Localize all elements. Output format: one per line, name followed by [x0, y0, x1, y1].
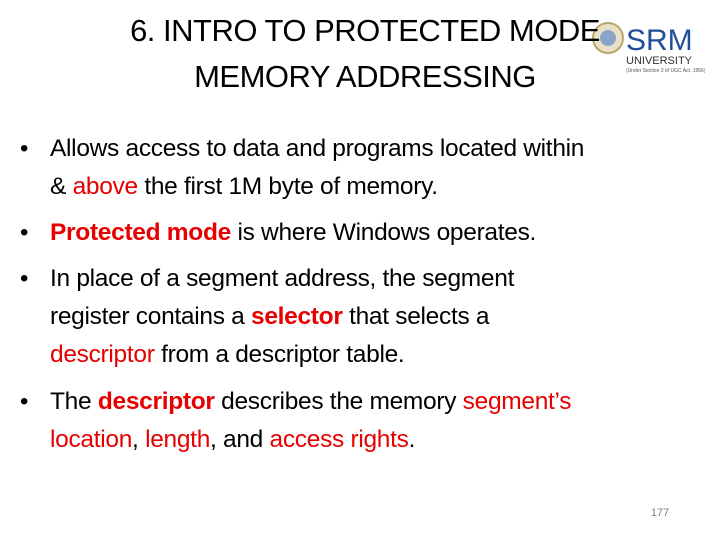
slide-title-line-1: 6. INTRO TO PROTECTED MODE — [130, 13, 600, 48]
bullet-marker: • — [20, 135, 29, 162]
text-segment: from a descriptor table. — [154, 341, 405, 368]
highlighted-term: Protected mode — [50, 219, 231, 246]
text-segment: & — [50, 173, 73, 200]
slide-title-line-2: MEMORY ADDRESSING — [194, 59, 536, 94]
highlighted-term: above — [72, 173, 139, 200]
bullet-text-line: & above the first 1M byte of memory. — [50, 172, 438, 202]
text-segment: In place of a segment address, the segme… — [50, 265, 515, 292]
highlighted-term: descriptor — [97, 388, 215, 415]
text-segment: Allows access to data and programs locat… — [50, 135, 585, 162]
bullet-text-line: Protected mode is where Windows operates… — [50, 218, 536, 248]
text-segment: is where Windows operates. — [230, 219, 537, 246]
bullet-marker: • — [20, 388, 29, 415]
text-segment: , — [132, 426, 146, 453]
text-segment: describes the memory — [214, 388, 463, 415]
text-segment: register contains a — [50, 303, 251, 330]
page-number: 177 — [650, 507, 670, 519]
bullet-text-line: location, length, and access rights. — [50, 425, 415, 455]
svg-text:(Under Section 3 of UGC Act, 1: (Under Section 3 of UGC Act, 1956) — [626, 68, 705, 74]
srm-university-logo: SRM UNIVERSITY (Under Section 3 of UGC A… — [590, 16, 706, 76]
highlighted-term: length — [145, 426, 211, 453]
bullet-text-line: descriptor from a descriptor table. — [50, 340, 405, 370]
text-segment: that selects a — [342, 303, 490, 330]
highlighted-term: segment’s — [462, 388, 572, 415]
text-segment: the first 1M byte of memory. — [137, 173, 438, 200]
svg-text:SRM: SRM — [626, 24, 693, 57]
bullet-marker: • — [20, 219, 29, 246]
highlighted-term: selector — [251, 303, 343, 330]
text-segment: The — [50, 388, 98, 415]
highlighted-term: location — [50, 426, 133, 453]
bullet-text-line: Allows access to data and programs locat… — [50, 134, 584, 164]
bullet-marker: • — [20, 265, 29, 292]
bullet-text-line: In place of a segment address, the segme… — [50, 264, 514, 294]
bullet-text-line: The descriptor describes the memory segm… — [50, 387, 572, 417]
text-segment: . — [408, 426, 416, 453]
text-segment: , and — [210, 426, 270, 453]
highlighted-term: access rights — [269, 426, 409, 453]
bullet-text-line: register contains a selector that select… — [50, 302, 490, 332]
highlighted-term: descriptor — [50, 341, 155, 368]
svg-text:UNIVERSITY: UNIVERSITY — [626, 55, 693, 67]
